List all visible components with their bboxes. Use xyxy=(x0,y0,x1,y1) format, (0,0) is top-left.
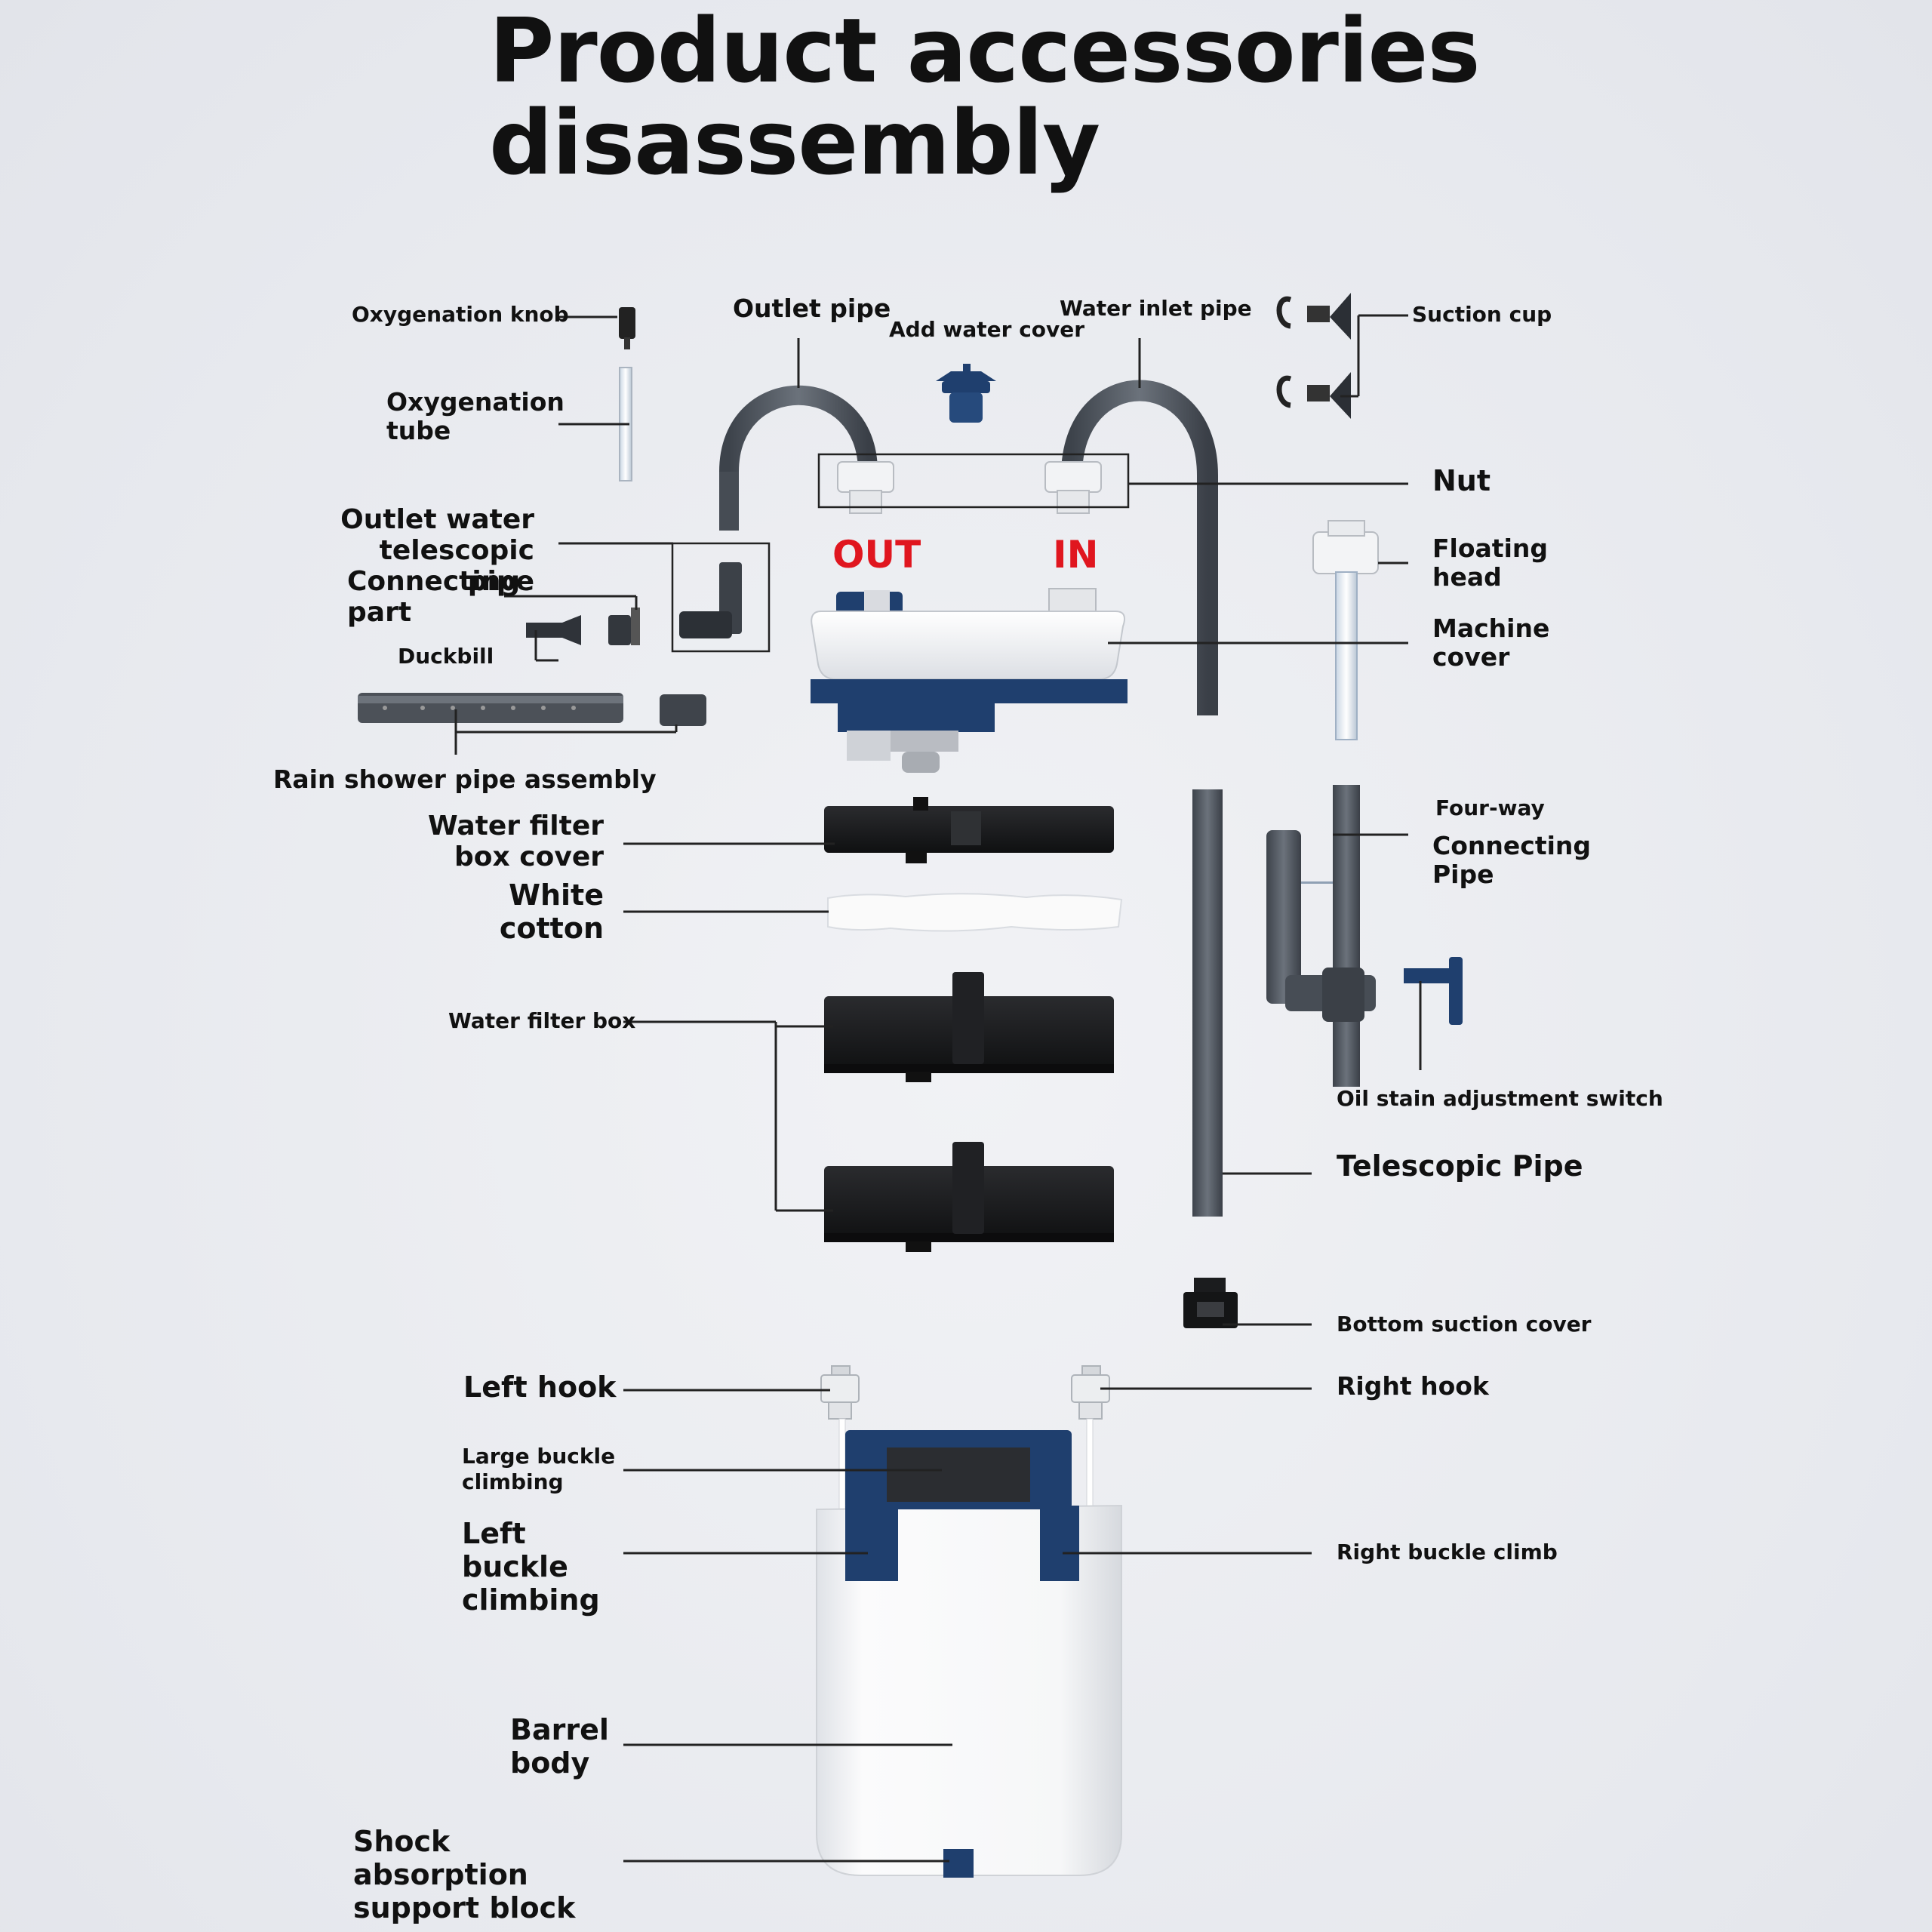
nut-parts xyxy=(837,461,1102,514)
label-oxygenation-tube: Oxygenation tube xyxy=(386,387,565,445)
water-inlet-pipe-part xyxy=(1061,380,1218,715)
bottom-suction-cover-part xyxy=(1183,1278,1238,1328)
label-bottom-suction-cover: Bottom suction cover xyxy=(1337,1312,1592,1337)
label-outlet-pipe: Outlet pipe xyxy=(733,294,891,323)
label-floating-head: Floating head xyxy=(1432,534,1548,592)
label-suction-cup: Suction cup xyxy=(1412,302,1552,327)
label-oxygenation-knob: Oxygenation knob xyxy=(352,302,569,327)
label-white-cotton: White cotton xyxy=(499,878,604,945)
connecting-part-part xyxy=(608,608,640,645)
label-add-water-cover: Add water cover xyxy=(889,317,1085,342)
right-buckle-climb-part xyxy=(1040,1506,1079,1581)
shock-absorption-support-block-part xyxy=(943,1849,974,1878)
label-large-buckle-climbing: Large buckle climbing xyxy=(462,1444,616,1494)
leader-lines xyxy=(454,314,1422,1863)
floating-head-part xyxy=(1312,520,1379,740)
white-cotton-part xyxy=(827,893,1123,932)
label-duckbill: Duckbill xyxy=(398,644,494,669)
label-barrel-body: Barrel body xyxy=(510,1713,609,1780)
label-rain-shower-pipe-assembly: Rain shower pipe assembly xyxy=(273,764,657,794)
left-hook-part xyxy=(820,1365,860,1586)
nut-callout-box xyxy=(817,453,1130,509)
label-connecting-pipe: Connecting Pipe xyxy=(1432,831,1592,889)
water-filter-box-part-upper xyxy=(824,972,1114,1082)
label-nut: Nut xyxy=(1432,464,1491,497)
duckbill-part xyxy=(526,615,581,645)
left-buckle-climbing-part xyxy=(845,1506,898,1581)
label-water-filter-box: Water filter box xyxy=(448,1008,636,1033)
suction-cup-parts xyxy=(1276,293,1351,419)
page-title: Product accessories disassembly xyxy=(489,0,1481,195)
label-water-inlet-pipe: Water inlet pipe xyxy=(1060,296,1252,321)
label-oil-stain-adjustment-switch: Oil stain adjustment switch xyxy=(1337,1086,1663,1111)
barrel-body-part xyxy=(816,1504,1122,1876)
large-buckle-climbing-part xyxy=(845,1430,1072,1509)
label-connecting-part: Connecting part xyxy=(347,566,521,628)
add-water-cover-part xyxy=(936,364,996,423)
label-outlet-water-telescopic-pipe: Outlet water telescopic pipe xyxy=(340,504,534,597)
oil-stain-adjustment-switch-part xyxy=(1404,957,1463,1025)
machine-cover-part xyxy=(811,588,1128,773)
in-port-label: IN xyxy=(1053,533,1099,577)
label-four-way: Four-way xyxy=(1435,795,1545,820)
label-water-filter-box-cover: Water filter box cover xyxy=(427,811,604,872)
out-port-label: OUT xyxy=(832,533,921,577)
label-left-hook: Left hook xyxy=(463,1371,617,1404)
label-right-hook: Right hook xyxy=(1337,1371,1489,1401)
outlet-pipe-part xyxy=(719,385,878,528)
label-telescopic-pipe: Telescopic Pipe xyxy=(1337,1149,1583,1183)
water-filter-box-cover-part xyxy=(824,797,1114,863)
water-filter-box-part-lower xyxy=(824,1142,1114,1252)
oxygenation-knob-part xyxy=(619,307,635,349)
telescopic-pipe-callout-box xyxy=(671,542,771,653)
telescopic-pipe-part xyxy=(1192,789,1223,1217)
label-machine-cover: Machine cover xyxy=(1432,614,1550,672)
outlet-water-telescopic-pipe-part xyxy=(679,562,742,638)
rain-shower-pipe-part xyxy=(358,693,706,726)
label-shock-absorption-support-block: Shock absorption support block xyxy=(353,1825,576,1924)
label-right-buckle-climb: Right buckle climb xyxy=(1337,1540,1558,1564)
four-way-connecting-pipe-part xyxy=(1266,785,1376,1087)
label-left-buckle-climbing: Left buckle climbing xyxy=(462,1517,600,1617)
